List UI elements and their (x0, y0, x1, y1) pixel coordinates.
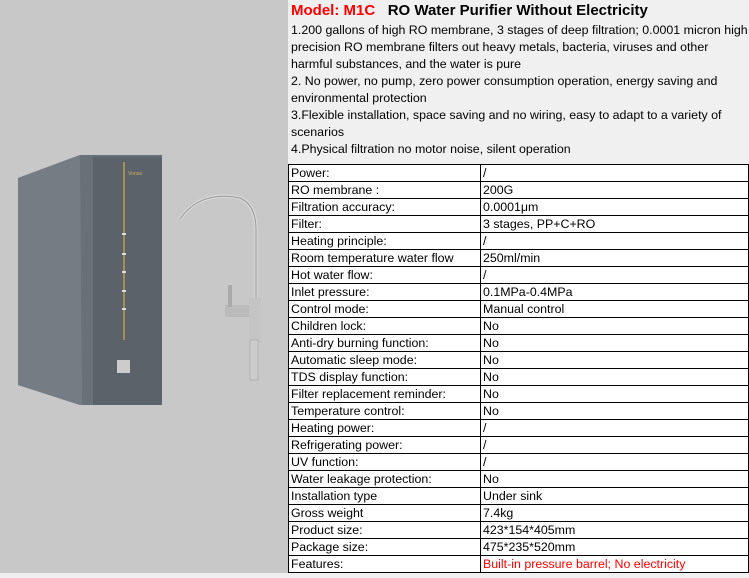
spec-label: Product size: (288, 521, 481, 539)
brand-logo: Vonsa (128, 171, 142, 177)
spec-value: No (480, 470, 749, 488)
spec-label: Filter replacement reminder: (288, 385, 481, 403)
spec-value: Manual control (480, 300, 749, 318)
table-row: Power:/ (288, 164, 749, 182)
spec-value: 423*154*405mm (480, 521, 749, 539)
table-row: Filtration accuracy:0.0001μm (288, 198, 749, 216)
product-image: Vonsa (0, 0, 288, 573)
spec-label: Room temperature water flow (288, 249, 481, 267)
spec-value: No (480, 317, 749, 335)
spec-label: Power: (288, 164, 481, 182)
table-row: Package size:475*235*520mm (288, 538, 749, 556)
spec-label: Temperature control: (288, 402, 481, 420)
spec-label: Inlet pressure: (288, 283, 481, 301)
table-row: Control mode:Manual control (288, 300, 749, 318)
spec-label: Hot water flow: (288, 266, 481, 284)
spec-value: 475*235*520mm (480, 538, 749, 556)
spec-value: / (480, 266, 749, 284)
spec-value: / (480, 232, 749, 250)
feature-item: 3.Flexible installation, space saving an… (291, 108, 722, 139)
spec-value: No (480, 351, 749, 369)
spec-value: No (480, 385, 749, 403)
spec-value: No (480, 368, 749, 386)
feature-item: 1.200 gallons of high RO membrane, 3 sta… (291, 23, 748, 71)
spec-label: Filter: (288, 215, 481, 233)
table-row: Water leakage protection:No (288, 470, 749, 488)
spec-value: 0.0001μm (480, 198, 749, 216)
feature-list: 1.200 gallons of high RO membrane, 3 sta… (291, 22, 749, 158)
spec-value: / (480, 453, 749, 471)
qr-code-icon (117, 360, 130, 373)
table-row: Product size:423*154*405mm (288, 521, 749, 539)
model-label: Model: M1C (291, 2, 376, 19)
spec-value: Built-in pressure barrel; No electricity (480, 555, 749, 573)
table-row: UV function:/ (288, 453, 749, 471)
spec-label: Automatic sleep mode: (288, 351, 481, 369)
table-row: Anti-dry burning function:No (288, 334, 749, 352)
table-row: Heating principle:/ (288, 232, 749, 250)
spec-value: / (480, 419, 749, 437)
spec-label: TDS display function: (288, 368, 481, 386)
spec-label: Children lock: (288, 317, 481, 335)
spec-label: Control mode: (288, 300, 481, 318)
table-row: Children lock:No (288, 317, 749, 335)
spec-value: 0.1MPa-0.4MPa (480, 283, 749, 301)
spec-label: Installation type (288, 487, 481, 505)
spec-label: Features: (288, 555, 481, 573)
table-row: RO membrane :200G (288, 181, 749, 199)
spec-label: Refrigerating power: (288, 436, 481, 454)
purifier-and-faucet-illustration: Vonsa (18, 155, 261, 405)
spec-value: No (480, 334, 749, 352)
feature-item: 2. No power, no pump, zero power consump… (291, 74, 718, 105)
spec-value: 200G (480, 181, 749, 199)
spec-label: Filtration accuracy: (288, 198, 481, 216)
spec-value: 7.4kg (480, 504, 749, 522)
spec-label: Heating principle: (288, 232, 481, 250)
feature-item: 4.Physical filtration no motor noise, si… (291, 142, 571, 156)
spec-value: No (480, 402, 749, 420)
spec-label: Gross weight (288, 504, 481, 522)
spec-label: RO membrane : (288, 181, 481, 199)
table-row: Features:Built-in pressure barrel; No el… (288, 555, 749, 573)
spec-value: 3 stages, PP+C+RO (480, 215, 749, 233)
product-title: RO Water Purifier Without Electricity (387, 2, 648, 19)
table-row: Automatic sleep mode:No (288, 351, 749, 369)
spec-label: Heating power: (288, 419, 481, 437)
spec-label: UV function: (288, 453, 481, 471)
spec-value: Under sink (480, 487, 749, 505)
table-row: Heating power:/ (288, 419, 749, 437)
table-row: TDS display function:No (288, 368, 749, 386)
spec-value: / (480, 164, 749, 182)
spec-value: / (480, 436, 749, 454)
product-details: Model: M1C RO Water Purifier Without Ele… (288, 0, 749, 573)
spec-label: Anti-dry burning function: (288, 334, 481, 352)
table-row: Filter replacement reminder:No (288, 385, 749, 403)
table-row: Inlet pressure:0.1MPa-0.4MPa (288, 283, 749, 301)
table-row: Hot water flow:/ (288, 266, 749, 284)
table-row: Temperature control:No (288, 402, 749, 420)
spec-label: Water leakage protection: (288, 470, 481, 488)
page-title: Model: M1C RO Water Purifier Without Ele… (291, 2, 648, 19)
table-row: Filter:3 stages, PP+C+RO (288, 215, 749, 233)
spec-label: Package size: (288, 538, 481, 556)
spec-value: 250ml/min (480, 249, 749, 267)
table-row: Refrigerating power:/ (288, 436, 749, 454)
